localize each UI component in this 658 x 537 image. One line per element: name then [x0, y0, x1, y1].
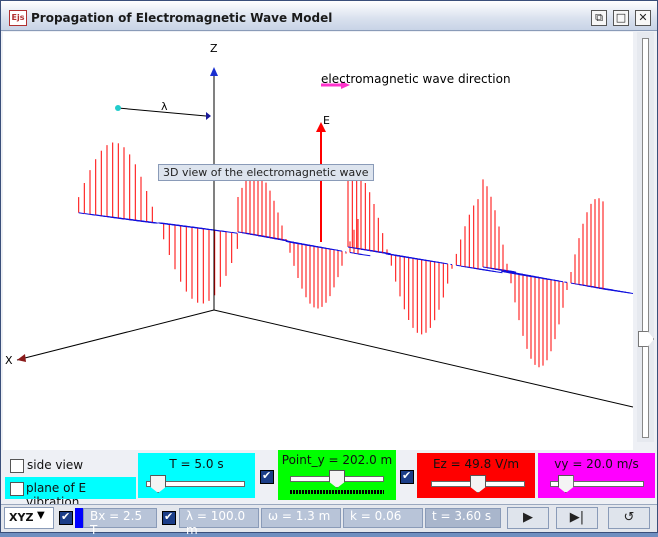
b-field-line	[441, 263, 448, 264]
close-icon[interactable]: ✕	[635, 10, 651, 26]
point-y-slider-ticks	[290, 490, 384, 494]
ez-slider-panel: Ez = 49.8 V/m	[417, 453, 535, 498]
reset-icon[interactable]: ↺	[608, 507, 650, 529]
e-field-label: E	[323, 114, 330, 127]
ez-checkbox[interactable]	[400, 470, 414, 484]
3d-view-canvas[interactable]: Z X λ E electromagnetic wave direction 3…	[3, 32, 633, 450]
y-axis	[214, 310, 633, 407]
b-field-line	[232, 232, 237, 233]
lambda-start-point[interactable]	[115, 105, 121, 111]
b-field-line	[358, 254, 370, 256]
side-view-label: side view	[27, 458, 83, 472]
step-forward-icon[interactable]: ▶|	[556, 507, 598, 529]
omega-field[interactable]: ω = 1.3 m	[261, 508, 341, 528]
k-field[interactable]: k = 0.06	[343, 508, 423, 528]
t-slider-thumb[interactable]	[150, 475, 166, 493]
vy-slider-label: vy = 20.0 m/s	[538, 457, 655, 471]
time-field: t = 3.60 s	[425, 508, 501, 528]
restore-icon[interactable]: ⧉	[591, 10, 607, 26]
side-view-checkbox[interactable]	[10, 459, 24, 473]
x-axis-label: X	[5, 354, 13, 367]
vy-slider-thumb[interactable]	[558, 475, 574, 493]
view-select-value: XYZ	[9, 511, 33, 524]
lambda-field[interactable]: λ = 100.0 m	[179, 508, 259, 528]
view-slider[interactable]	[637, 32, 654, 442]
b-field-line	[79, 213, 84, 214]
ez-slider-label: Ez = 49.8 V/m	[417, 457, 535, 471]
b-field-line	[571, 283, 575, 284]
scene-drawing: Z X λ E electromagnetic wave direction	[3, 32, 633, 450]
x-axis	[17, 310, 214, 360]
bottom-toolbar: XYZ ▼ Bx = 2.5 T λ = 100.0 m ω = 1.3 m k…	[1, 504, 657, 532]
b-field-line	[456, 265, 460, 266]
chevron-down-icon[interactable]: ▼	[37, 510, 45, 521]
point-y-slider-label: Point_y = 202.0 m	[278, 453, 396, 467]
wave-direction-label: electromagnetic wave direction	[321, 72, 511, 86]
z-axis-label: Z	[210, 42, 218, 55]
lambda-end-arrow	[206, 112, 211, 120]
lambda-checkbox[interactable]	[162, 511, 176, 525]
x-axis-arrow	[17, 354, 26, 362]
app-icon: Ejs	[9, 10, 27, 26]
t-slider-panel: T = 5.0 s	[138, 453, 255, 498]
b-field-line	[350, 253, 354, 254]
t-slider-label: T = 5.0 s	[138, 457, 255, 471]
z-axis-arrow	[210, 67, 218, 76]
b-field-line	[603, 289, 633, 294]
maximize-icon[interactable]: □	[613, 10, 629, 26]
view-slider-thumb[interactable]	[638, 331, 654, 347]
vy-slider-panel: vy = 20.0 m/s	[538, 453, 655, 498]
plane-e-panel: plane of E vibration	[5, 477, 136, 499]
bx-color-swatch	[75, 508, 83, 528]
point-y-slider-thumb[interactable]	[329, 470, 345, 488]
view-slider-track	[642, 38, 649, 438]
view-select[interactable]: XYZ ▼	[4, 507, 54, 529]
bx-checkbox[interactable]	[59, 511, 73, 525]
lambda-label: λ	[161, 100, 168, 113]
point-y-checkbox[interactable]	[260, 470, 274, 484]
play-icon[interactable]: ▶	[507, 507, 549, 529]
point-y-slider-panel: Point_y = 202.0 m	[278, 450, 396, 500]
bx-field[interactable]: Bx = 2.5 T	[83, 508, 157, 528]
title-bar: Ejs Propagation of Electromagnetic Wave …	[1, 1, 657, 31]
plane-e-checkbox[interactable]	[10, 482, 24, 496]
window-title: Propagation of Electromagnetic Wave Mode…	[31, 11, 332, 25]
ez-slider-thumb[interactable]	[470, 475, 486, 493]
view-tooltip: 3D view of the electromagnetic wave	[158, 164, 374, 181]
